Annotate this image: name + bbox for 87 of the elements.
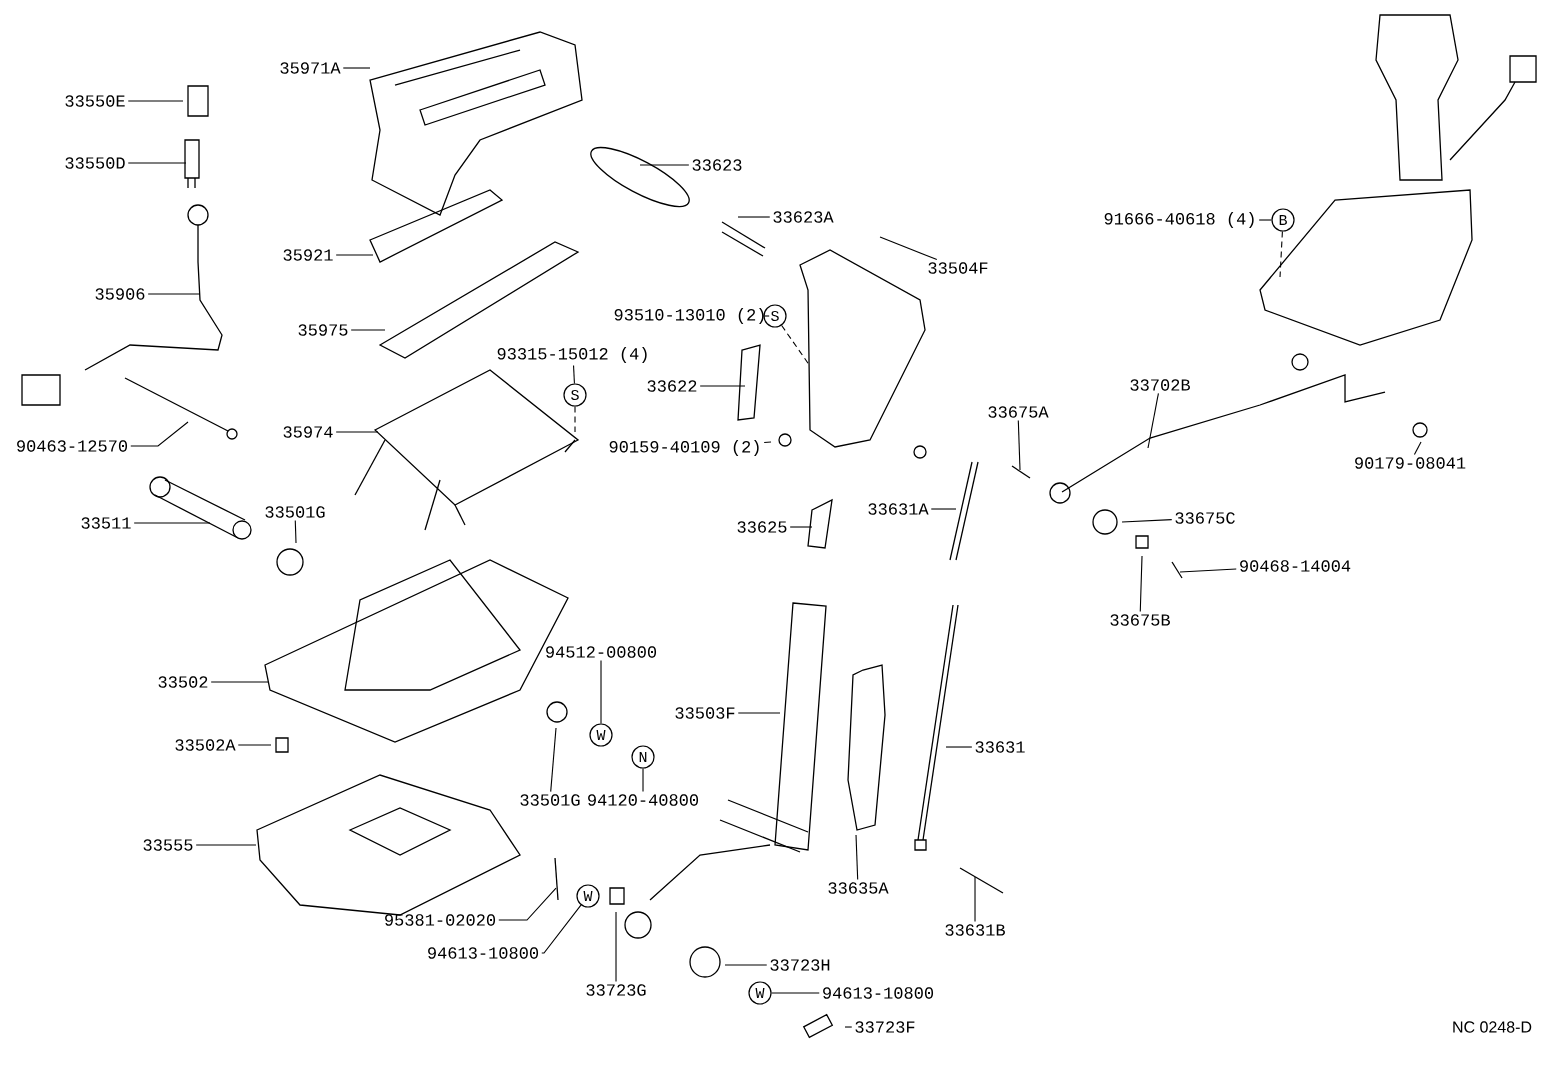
leader-line bbox=[1258, 219, 1272, 221]
part-number: 35921 bbox=[283, 249, 333, 261]
leader-line bbox=[1017, 419, 1021, 471]
leader-line bbox=[1147, 392, 1159, 449]
part-number: 33675C bbox=[1175, 512, 1235, 524]
part-number: 33622 bbox=[647, 380, 697, 392]
leader-line bbox=[844, 1026, 853, 1028]
leader-line bbox=[737, 712, 781, 714]
leader-line bbox=[350, 329, 386, 331]
leader-line bbox=[1179, 568, 1237, 573]
part-number: 33631A bbox=[868, 503, 929, 515]
part-number: 35974 bbox=[283, 426, 333, 438]
part-number: 90468-14004 bbox=[1240, 560, 1351, 572]
leader-line bbox=[335, 431, 379, 433]
part-number: 91666-40618 (4) bbox=[1104, 212, 1254, 228]
leader-line bbox=[763, 441, 772, 444]
part-number: 33623A bbox=[773, 211, 834, 223]
part-number: 94613-10800 bbox=[428, 947, 539, 959]
leader-line bbox=[1139, 555, 1143, 613]
part-number: 33511 bbox=[81, 517, 131, 529]
leader-line bbox=[147, 293, 201, 295]
part-number: 93510-13010 (2) bbox=[614, 308, 764, 324]
leader-line bbox=[615, 911, 617, 983]
leader-line bbox=[130, 421, 189, 447]
part-number: 33675B bbox=[1110, 614, 1170, 626]
leader-line bbox=[1413, 441, 1422, 456]
leader-line bbox=[789, 526, 813, 528]
leader-line bbox=[974, 876, 976, 923]
leader-line bbox=[600, 659, 602, 724]
part-number: 33504F bbox=[928, 262, 988, 274]
part-number: 95381-02020 bbox=[385, 914, 496, 926]
drawing-number: NC 0248-D bbox=[1453, 1021, 1532, 1033]
part-number: 35906 bbox=[95, 288, 145, 300]
leader-line bbox=[237, 744, 272, 746]
leader-line bbox=[945, 746, 973, 748]
leader-line bbox=[930, 508, 957, 510]
part-number: 33550E bbox=[65, 95, 125, 107]
part-number: 90179-08041 bbox=[1355, 457, 1466, 469]
part-number: 33501G bbox=[520, 794, 580, 806]
part-number: 33501G bbox=[265, 506, 325, 518]
leader-line bbox=[573, 365, 575, 384]
part-number: 33502 bbox=[158, 676, 208, 688]
part-number: 33675A bbox=[988, 406, 1049, 418]
leader-line bbox=[210, 681, 269, 683]
leader-line bbox=[762, 315, 770, 317]
part-number: 33625 bbox=[737, 521, 787, 533]
leader-line bbox=[498, 887, 557, 921]
part-number: 33723F bbox=[855, 1021, 915, 1033]
part-number: 35975 bbox=[298, 324, 348, 336]
part-number: 35971A bbox=[280, 62, 341, 74]
leader-line bbox=[335, 254, 374, 256]
part-number: 33702B bbox=[1130, 379, 1190, 391]
leader-line bbox=[195, 844, 257, 846]
part-number: 90463-12570 bbox=[17, 440, 128, 452]
part-number: 94512-00800 bbox=[546, 646, 657, 658]
part-number: 33631 bbox=[975, 741, 1025, 753]
part-number: 94613-10800 bbox=[823, 987, 934, 999]
part-number: 33502A bbox=[175, 739, 236, 751]
part-number: 33631B bbox=[945, 924, 1005, 936]
part-number: 33723H bbox=[770, 959, 830, 971]
leader-line bbox=[855, 834, 859, 881]
part-number: 33503F bbox=[675, 707, 735, 719]
leader-line bbox=[771, 992, 820, 994]
part-number: 33550D bbox=[65, 157, 125, 169]
leader-line bbox=[550, 727, 557, 793]
leader-line bbox=[1121, 519, 1173, 523]
part-number: 33555 bbox=[143, 839, 193, 851]
leader-line bbox=[342, 67, 371, 69]
leader-line bbox=[642, 768, 644, 793]
leader-line bbox=[724, 964, 768, 966]
part-number: 90159-40109 (2) bbox=[609, 440, 759, 456]
part-number: 33723G bbox=[586, 984, 646, 996]
leader-line bbox=[574, 406, 576, 433]
leader-line bbox=[133, 522, 211, 524]
leader-line bbox=[127, 162, 187, 164]
part-number: 93315-15012 (4) bbox=[497, 347, 647, 363]
leader-line bbox=[699, 385, 746, 387]
leader-line bbox=[541, 904, 582, 954]
part-number: 33623 bbox=[692, 159, 742, 171]
leader-line bbox=[294, 519, 297, 544]
leader-line bbox=[127, 100, 184, 102]
leader-line bbox=[737, 216, 771, 218]
leader-line bbox=[639, 164, 690, 166]
part-number: 94120-40800 bbox=[588, 794, 699, 806]
leader-line bbox=[879, 236, 938, 261]
leader-line bbox=[1279, 231, 1283, 278]
part-number: 33635A bbox=[828, 882, 889, 894]
